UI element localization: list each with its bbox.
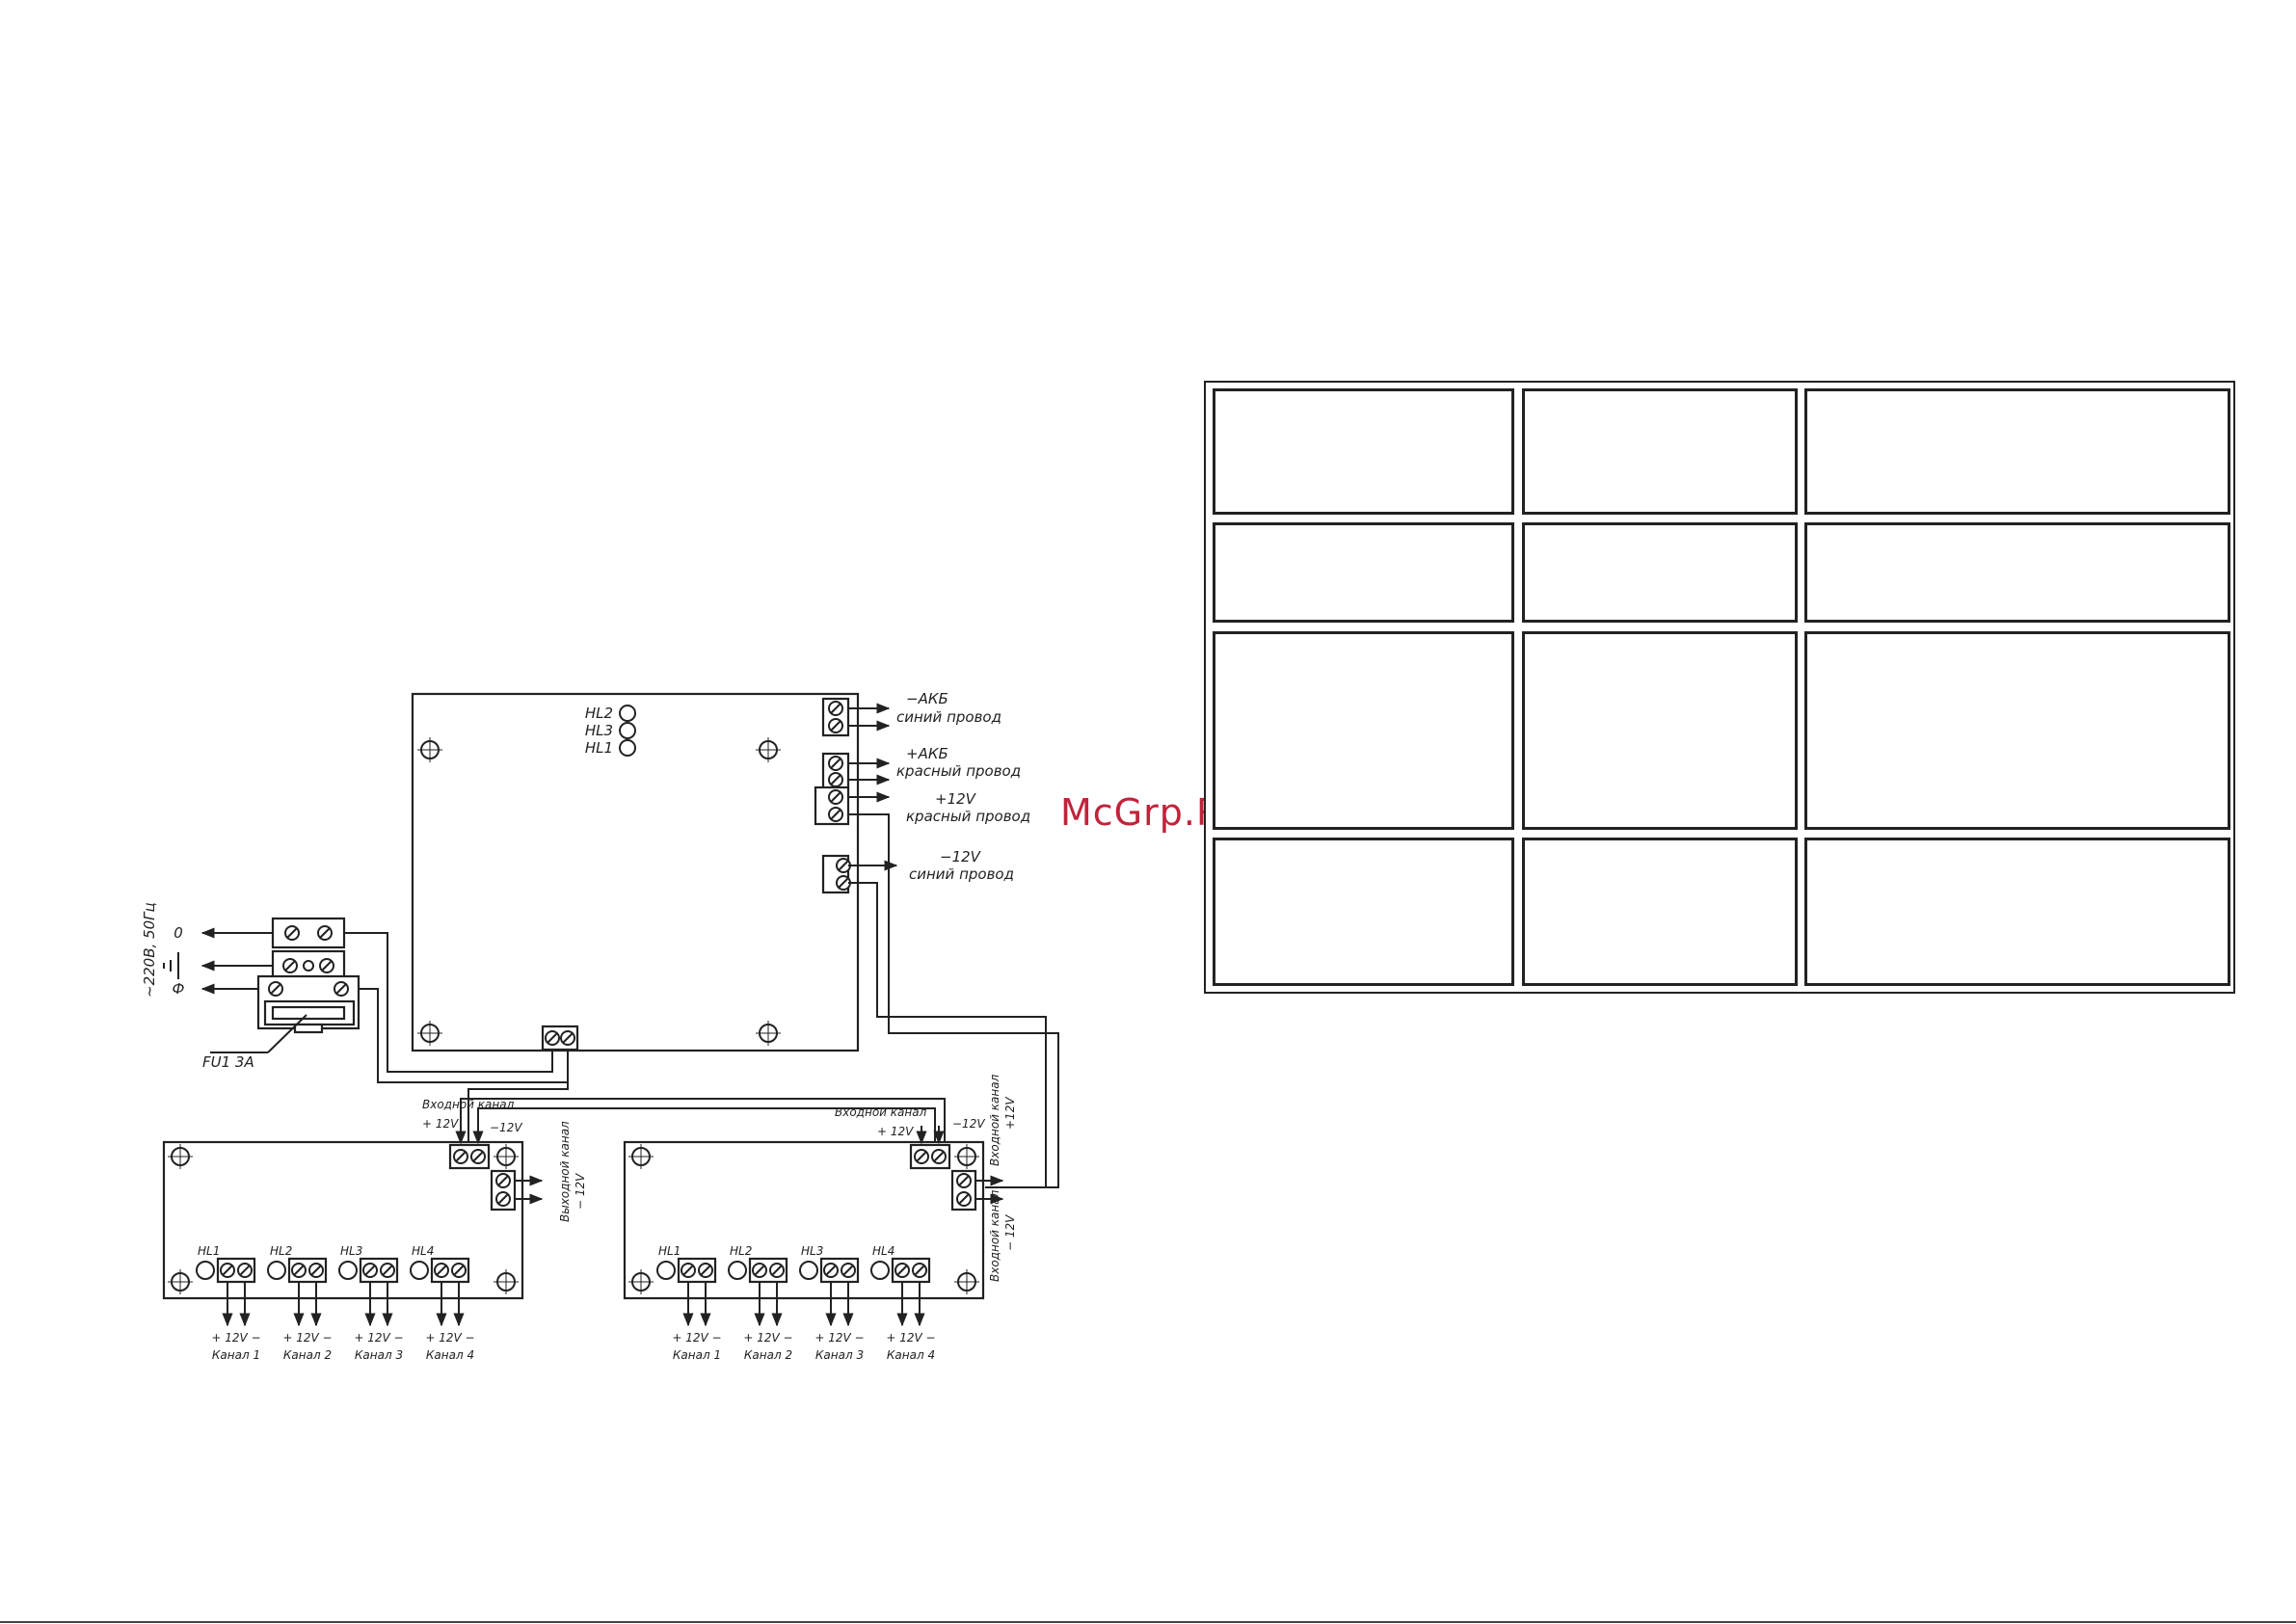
wire-to-left-splitter bbox=[467, 1050, 569, 1142]
main-power-board: HL2 HL3 HL1 −АКБ синий провод +АКБ красн… bbox=[411, 690, 1059, 1188]
table-cell bbox=[1522, 522, 1798, 623]
channel-label: Канал 3 bbox=[815, 1348, 864, 1362]
led-label: HL4 bbox=[872, 1244, 894, 1258]
channel-label: Канал 4 bbox=[887, 1348, 935, 1362]
table-cell bbox=[1522, 631, 1798, 830]
led-label: HL3 bbox=[585, 722, 613, 739]
channel-voltage-label: + 12V − bbox=[282, 1331, 332, 1344]
fuse-label: FU1 3A bbox=[202, 1053, 254, 1071]
wire-bus-minus bbox=[477, 1107, 936, 1142]
terminal-12v-minus: −12V синий провод bbox=[821, 848, 1047, 1188]
channel-output-1: HL1 + 12V − Канал 1 bbox=[656, 1244, 722, 1362]
output-channel-label: Входной канал bbox=[988, 1189, 1001, 1282]
terminal-battery-plus: +АКБ красный провод bbox=[821, 745, 1021, 790]
led-label: HL2 bbox=[270, 1244, 292, 1258]
table-cell bbox=[1522, 838, 1798, 986]
main-board-leds: HL2 HL3 HL1 bbox=[585, 705, 636, 757]
terminal-label: красный провод bbox=[906, 808, 1030, 825]
input-plus-label: + 12V bbox=[422, 1117, 459, 1131]
channel-output-2: HL2 + 12V − Канал 2 bbox=[728, 1244, 793, 1362]
terminal-label: −АКБ bbox=[906, 690, 948, 707]
output-minus-label: − 12V bbox=[1003, 1214, 1017, 1251]
terminal-label: +АКБ bbox=[906, 745, 948, 762]
table-cell bbox=[1804, 522, 2230, 623]
channel-output-4: HL4 + 12V − Канал 4 bbox=[870, 1244, 936, 1362]
phase-label: Ф bbox=[173, 980, 185, 998]
table-cell bbox=[1213, 838, 1514, 986]
channel-output-4: HL4 + 12V − Канал 4 bbox=[410, 1244, 475, 1362]
terminal-label: +12V bbox=[935, 790, 977, 808]
channel-output-3: HL3 + 12V − Канал 3 bbox=[799, 1244, 865, 1362]
channel-output-1: HL1 + 12V − Канал 1 bbox=[196, 1244, 261, 1362]
led-label: HL2 bbox=[585, 705, 613, 722]
channel-label: Канал 4 bbox=[426, 1348, 474, 1362]
terminal-label: синий провод bbox=[909, 865, 1014, 883]
supply-label: ~220В, 50Гц bbox=[141, 902, 158, 998]
led-label: HL1 bbox=[658, 1244, 681, 1258]
led-label: HL2 bbox=[730, 1244, 752, 1258]
channel-voltage-label: + 12V − bbox=[886, 1331, 935, 1344]
wire-bus-plus bbox=[460, 1098, 946, 1142]
table-cell bbox=[1804, 838, 2230, 986]
channel-label: Канал 3 bbox=[355, 1348, 403, 1362]
terminal-battery-minus: −АКБ синий провод bbox=[821, 690, 1001, 737]
input-minus-label: −12V bbox=[952, 1117, 985, 1131]
led-label: HL1 bbox=[585, 739, 613, 757]
table-cell bbox=[1804, 631, 2230, 830]
channel-voltage-label: + 12V − bbox=[211, 1331, 260, 1344]
output-channel-label: Входной канал bbox=[988, 1074, 1001, 1166]
splitter-board-left: Входной канал + 12V −12V Выходной канал … bbox=[162, 1098, 587, 1362]
channel-voltage-label: + 12V − bbox=[354, 1331, 403, 1344]
channel-voltage-label: + 12V − bbox=[672, 1331, 721, 1344]
channel-label: Канал 1 bbox=[212, 1348, 260, 1362]
output-plus-label: +12V bbox=[1003, 1097, 1017, 1130]
led-label: HL4 bbox=[412, 1244, 434, 1258]
table-cell bbox=[1522, 388, 1798, 515]
channel-label: Канал 2 bbox=[744, 1348, 792, 1362]
table-cell bbox=[1213, 631, 1514, 830]
input-channel-label: Входной канал bbox=[835, 1105, 927, 1119]
led-label: HL3 bbox=[340, 1244, 362, 1258]
mains-terminal-block: 0 Ф ~220В, 50Гц FU1 3A bbox=[141, 902, 360, 1071]
terminal-main-output bbox=[541, 1025, 579, 1052]
channel-output-2: HL2 + 12V − Канал 2 bbox=[267, 1244, 333, 1362]
output-minus-label: − 12V bbox=[574, 1173, 587, 1210]
terminal-label: синий провод bbox=[896, 708, 1001, 726]
table-cell bbox=[1213, 388, 1514, 515]
channel-voltage-label: + 12V − bbox=[814, 1331, 864, 1344]
channel-label: Канал 2 bbox=[283, 1348, 332, 1362]
table-cell bbox=[1804, 388, 2230, 515]
channel-voltage-label: + 12V − bbox=[425, 1331, 474, 1344]
led-label: HL3 bbox=[801, 1244, 823, 1258]
terminal-label: красный провод bbox=[896, 762, 1021, 780]
splitter-board-right: Входной канал + 12V −12V Входной канал +… bbox=[623, 1074, 1017, 1362]
output-channel-label: Выходной канал bbox=[558, 1121, 572, 1222]
input-channel-label: Входной канал bbox=[422, 1098, 515, 1111]
channel-label: Канал 1 bbox=[673, 1348, 721, 1362]
channel-voltage-label: + 12V − bbox=[743, 1331, 792, 1344]
zero-label: 0 bbox=[174, 924, 183, 942]
terminal-label: −12V bbox=[940, 848, 982, 865]
input-minus-label: −12V bbox=[490, 1121, 522, 1134]
table-cell bbox=[1213, 522, 1514, 623]
empty-table bbox=[1204, 381, 2235, 994]
led-label: HL1 bbox=[198, 1244, 220, 1258]
channel-output-3: HL3 + 12V − Канал 3 bbox=[338, 1244, 404, 1362]
input-plus-label: + 12V bbox=[877, 1125, 914, 1138]
